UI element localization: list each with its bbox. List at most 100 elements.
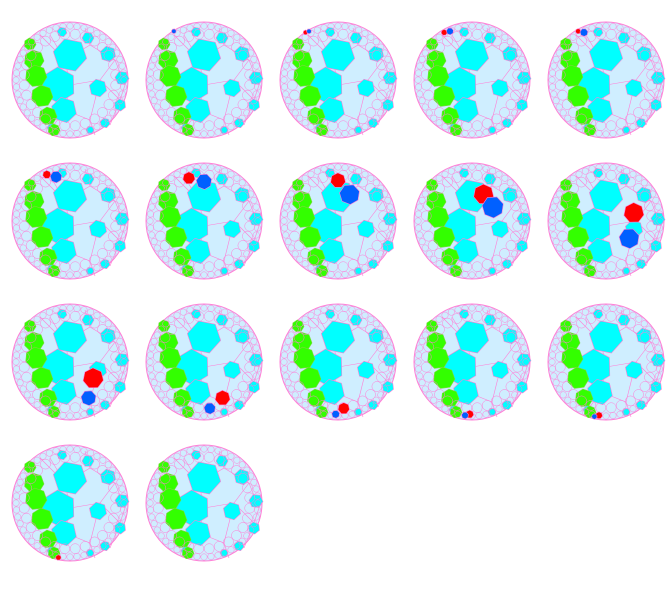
highlight-blue-cell [618,228,640,249]
boundary-cell [87,449,95,457]
cyan-cell [233,540,245,552]
boundary-cell [652,238,660,246]
highlight-red-cell [182,171,196,185]
cyan-cell [52,461,88,495]
boundary-cell [654,62,662,70]
boundary-cell [434,248,445,259]
boundary-cell [652,97,660,105]
boundary-cell [203,261,215,272]
boundary-cell [317,313,329,324]
boundary-cell [19,472,27,480]
boundary-cell [16,520,24,528]
boundary-cell [23,391,31,399]
highlight-blue-cell [171,28,177,35]
boundary-cell [28,38,36,46]
boundary-cell [221,167,229,175]
boundary-cell [45,549,53,557]
boundary-cell [291,184,299,192]
boundary-cell [159,522,171,533]
cyan-cell [349,173,363,185]
boundary-cell [108,59,119,71]
boundary-cell [238,114,246,122]
boundary-cell [116,520,124,528]
boundary-cell [640,38,648,46]
boundary-cell [550,231,558,239]
boundary-cell [482,24,490,32]
boundary-cell [511,109,519,117]
boundary-cell [16,379,24,387]
boundary-cell [557,200,568,212]
boundary-cell [233,119,241,127]
boundary-cell [435,174,443,182]
boundary-cell [615,118,627,129]
boundary-cell [108,230,119,242]
boundary-cell [162,114,170,122]
boundary-cell [481,31,493,42]
boundary-cell [416,372,424,380]
boundary-cell [113,244,121,252]
boundary-cell [434,389,445,400]
tiling-edge [501,200,518,222]
cyan-cell [367,117,379,129]
boundary-cell [16,238,24,246]
boundary-cell [247,49,255,57]
boundary-cell [157,43,165,51]
boundary-cell [649,331,657,339]
boundary-cell [625,317,636,329]
boundary-cell [157,184,165,192]
boundary-cell [635,401,643,409]
frame-17-tiling [145,444,264,562]
boundary-cell [113,190,121,198]
green-cell [165,366,188,389]
boundary-cell [561,381,573,392]
green-cell [173,106,192,125]
boundary-cell [499,248,510,259]
boundary-cell [441,264,449,272]
green-cell [31,366,54,389]
boundary-cell [32,248,43,259]
highlight-blue-cell [203,402,216,415]
boundary-cell [162,461,170,469]
cyan-cell [453,378,479,406]
boundary-cell [308,254,319,266]
boundary-cell [23,109,31,117]
boundary-cell [384,238,392,246]
boundary-cell [79,541,91,552]
boundary-cell [575,405,583,413]
boundary-cell [200,271,208,279]
boundary-cell [93,264,101,272]
boundary-cell [179,126,187,134]
boundary-cell [501,315,509,323]
boundary-cell [491,35,502,47]
boundary-cell [150,238,158,246]
boundary-cell [66,271,74,279]
boundary-cell [287,69,298,81]
boundary-cell [427,332,439,343]
boundary-cell [12,499,20,507]
boundary-cell [213,541,225,552]
boundary-cell [87,26,95,34]
boundary-cell [167,315,175,323]
boundary-cell [32,530,43,541]
boundary-cell [425,43,433,51]
boundary-cell [32,389,43,400]
boundary-cell [99,542,107,550]
boundary-cell [414,76,422,84]
boundary-cell [213,259,225,270]
boundary-cell [512,69,523,81]
boundary-cell [252,372,260,380]
boundary-cell [652,379,660,387]
cyan-cell [233,258,245,270]
boundary-cell [461,29,473,40]
boundary-cell [505,381,517,392]
boundary-cell [555,49,563,57]
boundary-cell [308,395,319,407]
boundary-cell [361,170,369,178]
boundary-cell [113,331,121,339]
boundary-cell [616,306,624,314]
boundary-cell [495,29,503,37]
boundary-cell [313,408,321,416]
boundary-cell [186,447,194,455]
boundary-cell [347,313,359,324]
boundary-cell [28,396,36,404]
